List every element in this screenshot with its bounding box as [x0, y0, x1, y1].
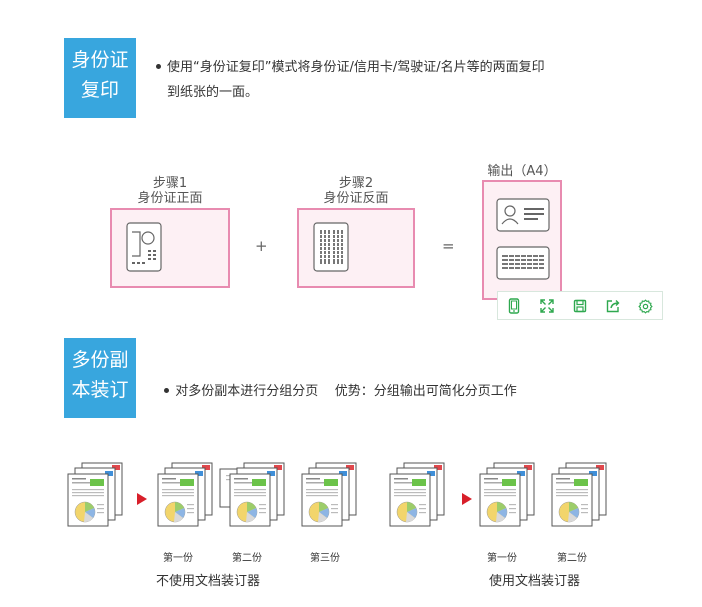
share-icon	[606, 300, 620, 313]
settings-icon	[638, 298, 653, 314]
toolbar-phone-button[interactable]	[498, 292, 531, 320]
step1-id-front-box	[110, 208, 230, 288]
step1-label: 步骤1 身份证正面	[110, 176, 230, 206]
copy-stack-3	[302, 463, 356, 526]
left-copy2-label: 第二份	[232, 553, 262, 564]
save-icon	[573, 299, 587, 313]
id-copy-badge-line1: 身份证	[71, 49, 129, 71]
bullet-dot-icon	[164, 388, 170, 393]
toolbar-expand-button[interactable]	[531, 292, 564, 320]
left-copy1-label: 第一份	[163, 553, 193, 564]
step2-label: 步骤2 身份证反面	[297, 176, 415, 206]
multi-copy-text: 对多份副本进行分组分页 优势：分组输出可简化分页工作	[175, 384, 517, 399]
multi-copy-badge: 多份副 本装订	[64, 338, 136, 418]
output-label: 输出（A4）	[487, 164, 557, 179]
step2-desc: 身份证反面	[323, 191, 389, 206]
source-stack-right	[390, 463, 444, 526]
equals-sign: =	[442, 237, 455, 255]
id-card-front-landscape-icon	[496, 198, 550, 232]
toolbar-share-button[interactable]	[596, 292, 629, 320]
output-a4-box	[482, 180, 562, 300]
copy-stack-1	[158, 463, 212, 526]
id-copy-text-line1: 使用“身份证复印”模式将身份证/信用卡/驾驶证/名片等的两面复印	[167, 60, 545, 75]
id-copy-text-line2: 到纸张的一面。	[167, 85, 259, 100]
phone-icon	[509, 298, 520, 314]
id-card-back-landscape-icon	[496, 246, 550, 280]
plus-sign: +	[255, 237, 268, 255]
arrow-right-icon	[137, 493, 147, 505]
stapled-copy-2	[552, 463, 606, 526]
toolbar-save-button[interactable]	[564, 292, 597, 320]
id-copy-badge: 身份证 复印	[64, 38, 136, 118]
stapled-copy-1	[480, 463, 534, 526]
right-copy1-label: 第一份	[487, 553, 517, 564]
id-copy-badge-line2: 复印	[80, 79, 119, 101]
right-copy2-label: 第二份	[557, 553, 587, 564]
id-card-front-icon	[126, 222, 162, 272]
id-card-back-icon	[313, 222, 349, 272]
bullet-dot-icon	[156, 64, 161, 69]
multi-copy-badge-line1: 多份副	[71, 349, 129, 371]
left-group-caption: 不使用文档装订器	[156, 574, 261, 589]
step1-title: 步骤1	[152, 176, 188, 191]
step2-id-back-box	[297, 208, 415, 288]
step1-desc: 身份证正面	[137, 191, 203, 206]
expand-icon	[540, 299, 554, 313]
step2-title: 步骤2	[338, 176, 374, 191]
copy-stack-2	[219, 463, 284, 526]
toolbar-settings-button[interactable]	[629, 292, 662, 320]
right-group-caption: 使用文档装订器	[489, 574, 581, 589]
collation-illustration	[0, 455, 702, 565]
arrow-right-icon	[462, 493, 472, 505]
image-toolbar	[497, 291, 663, 320]
left-copy3-label: 第三份	[310, 553, 340, 564]
multi-copy-badge-line2: 本装订	[71, 379, 129, 401]
source-stack-left	[68, 463, 122, 526]
multi-copy-description: 对多份副本进行分组分页 优势：分组输出可简化分页工作	[156, 354, 626, 404]
id-copy-description: 使用“身份证复印”模式将身份证/信用卡/驾驶证/名片等的两面复印 到纸张的一面。	[156, 55, 626, 105]
